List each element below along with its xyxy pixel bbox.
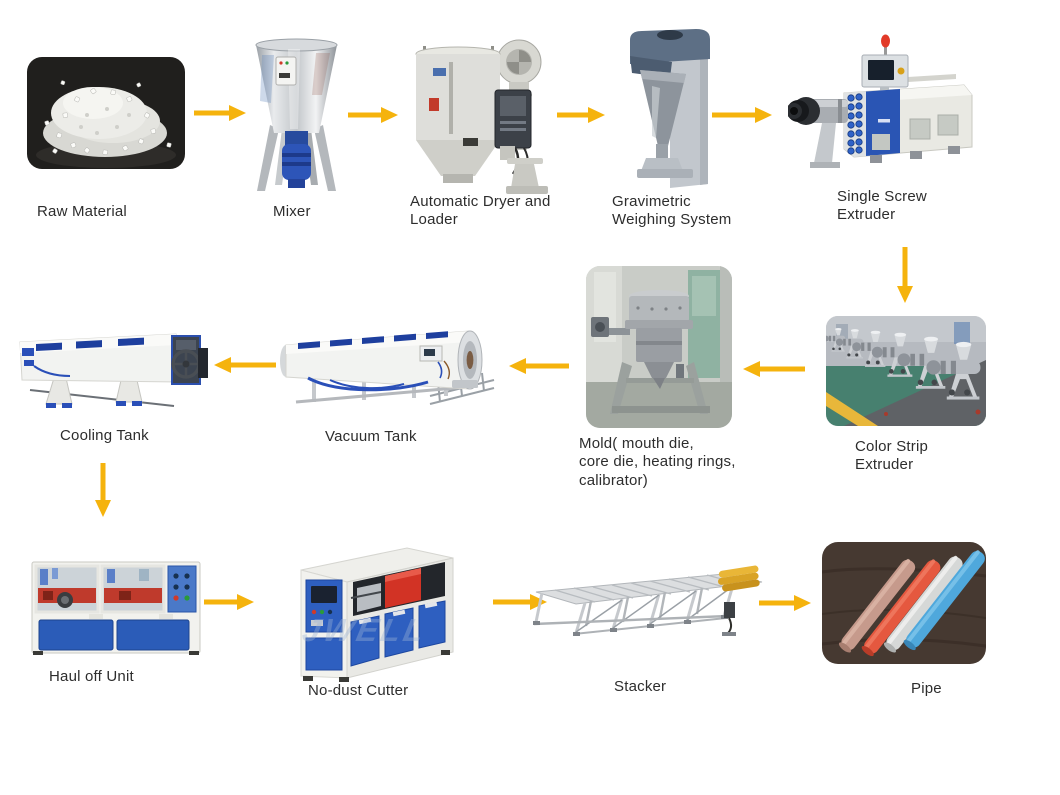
arrow-mixer-to-dryer xyxy=(347,106,399,129)
mold-image xyxy=(586,266,732,428)
gravimetric-illustration xyxy=(630,29,710,188)
no-dust-cutter-illustration xyxy=(300,547,454,682)
stacker-label: Stacker xyxy=(614,678,667,695)
arrow-cutter-to-stacker xyxy=(492,593,548,616)
dryer-illustration xyxy=(415,39,548,194)
gravimetric-label: Gravimetric Weighing System xyxy=(612,193,732,229)
vacuum-tank-label: Vacuum Tank xyxy=(325,428,417,445)
vacuum-tank-image xyxy=(278,316,498,408)
raw-material-label: Raw Material xyxy=(37,203,127,220)
haul-off-unit-label: Haul off Unit xyxy=(49,668,134,685)
arrow-stacker-to-pipe xyxy=(758,594,812,617)
mixer-illustration xyxy=(255,38,338,191)
stacker-image xyxy=(528,562,766,648)
arrow-dryer-to-gravimetric xyxy=(556,106,606,129)
arrow-extruder-to-colorstrip xyxy=(896,246,914,309)
raw-material-image xyxy=(27,57,185,169)
no-dust-cutter-image: JWELL xyxy=(293,540,461,682)
arrow-gravimetric-to-extruder xyxy=(711,106,773,129)
raw-material-illustration xyxy=(27,57,185,169)
gravimetric-image xyxy=(612,26,720,196)
arrow-raw-to-mixer xyxy=(193,104,247,127)
arrow-colorstrip-to-mold xyxy=(742,360,806,383)
mixer-image xyxy=(248,33,345,198)
single-screw-extruder-image xyxy=(788,33,978,178)
haul-off-unit-illustration xyxy=(31,561,201,655)
no-dust-cutter-label: No-dust Cutter xyxy=(308,682,409,699)
single-screw-extruder-label: Single Screw Extruder xyxy=(837,188,927,224)
pipe-illustration xyxy=(822,542,986,664)
color-strip-extruder-image xyxy=(826,316,986,426)
arrow-hauloff-to-cutter xyxy=(203,593,255,616)
haul-off-unit-image xyxy=(31,560,203,656)
dryer-image xyxy=(403,28,551,196)
cooling-tank-illustration xyxy=(19,333,208,408)
pipe-label: Pipe xyxy=(911,680,942,697)
single-screw-extruder-illustration xyxy=(788,34,973,168)
mold-label: Mold( mouth die, core die, heating rings… xyxy=(579,435,736,489)
vacuum-tank-illustration xyxy=(280,330,495,405)
dryer-label: Automatic Dryer and Loader xyxy=(410,193,551,229)
arrow-mold-to-vacuum xyxy=(508,357,570,380)
color-strip-extruder-illustration xyxy=(826,316,986,426)
mold-illustration xyxy=(586,266,732,428)
cooling-tank-image xyxy=(14,318,212,410)
stacker-illustration xyxy=(533,565,763,636)
cooling-tank-label: Cooling Tank xyxy=(60,427,149,444)
pipe-image xyxy=(822,542,986,664)
arrow-cooling-to-hauloff xyxy=(94,462,112,523)
arrow-vacuum-to-cooling xyxy=(213,356,277,379)
mixer-label: Mixer xyxy=(273,203,311,220)
color-strip-extruder-label: Color Strip Extruder xyxy=(855,438,929,474)
